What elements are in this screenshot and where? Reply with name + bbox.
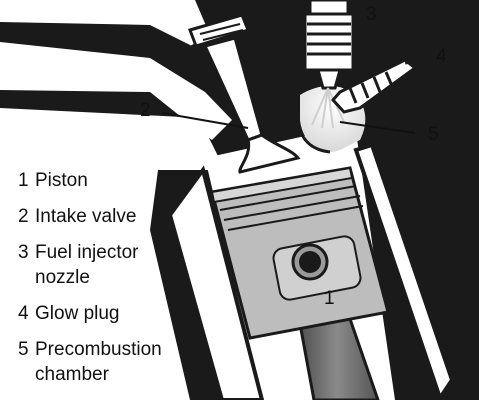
legend-number: 2 xyxy=(18,206,29,227)
legend-number: 4 xyxy=(18,303,29,324)
callout-intake-valve: 2 xyxy=(140,100,151,121)
fuel-injector-nozzle xyxy=(303,0,355,129)
callout-fuel-injector: 3 xyxy=(366,4,377,25)
legend-label: Intake valve xyxy=(35,206,137,227)
legend-label: Piston xyxy=(35,170,88,191)
callout-piston: 1 xyxy=(324,288,335,309)
callout-precombustion-chamber: 5 xyxy=(428,124,439,145)
legend-label: Precombustion chamber xyxy=(35,339,162,385)
legend-number: 3 xyxy=(18,242,29,263)
legend-label: Glow plug xyxy=(35,303,120,324)
legend-number: 1 xyxy=(18,170,29,191)
legend-item-glow-plug: 4 Glow plug xyxy=(18,301,190,326)
legend-item-fuel-injector-nozzle: 3 Fuel injector nozzle xyxy=(18,240,190,290)
legend-label: Fuel injector nozzle xyxy=(35,242,139,288)
intake-valve xyxy=(188,13,301,174)
glow-plug xyxy=(330,55,429,114)
legend: 1 Piston 2 Intake valve 3 Fuel injector … xyxy=(18,168,190,398)
piston xyxy=(210,166,390,340)
callout-glow-plug: 4 xyxy=(436,46,447,67)
legend-item-piston: 1 Piston xyxy=(18,168,190,193)
legend-number: 5 xyxy=(18,339,29,360)
legend-item-intake-valve: 2 Intake valve xyxy=(18,204,190,229)
legend-item-precombustion-chamber: 5 Precombustion chamber xyxy=(18,337,190,387)
callout-leaders xyxy=(161,112,416,134)
